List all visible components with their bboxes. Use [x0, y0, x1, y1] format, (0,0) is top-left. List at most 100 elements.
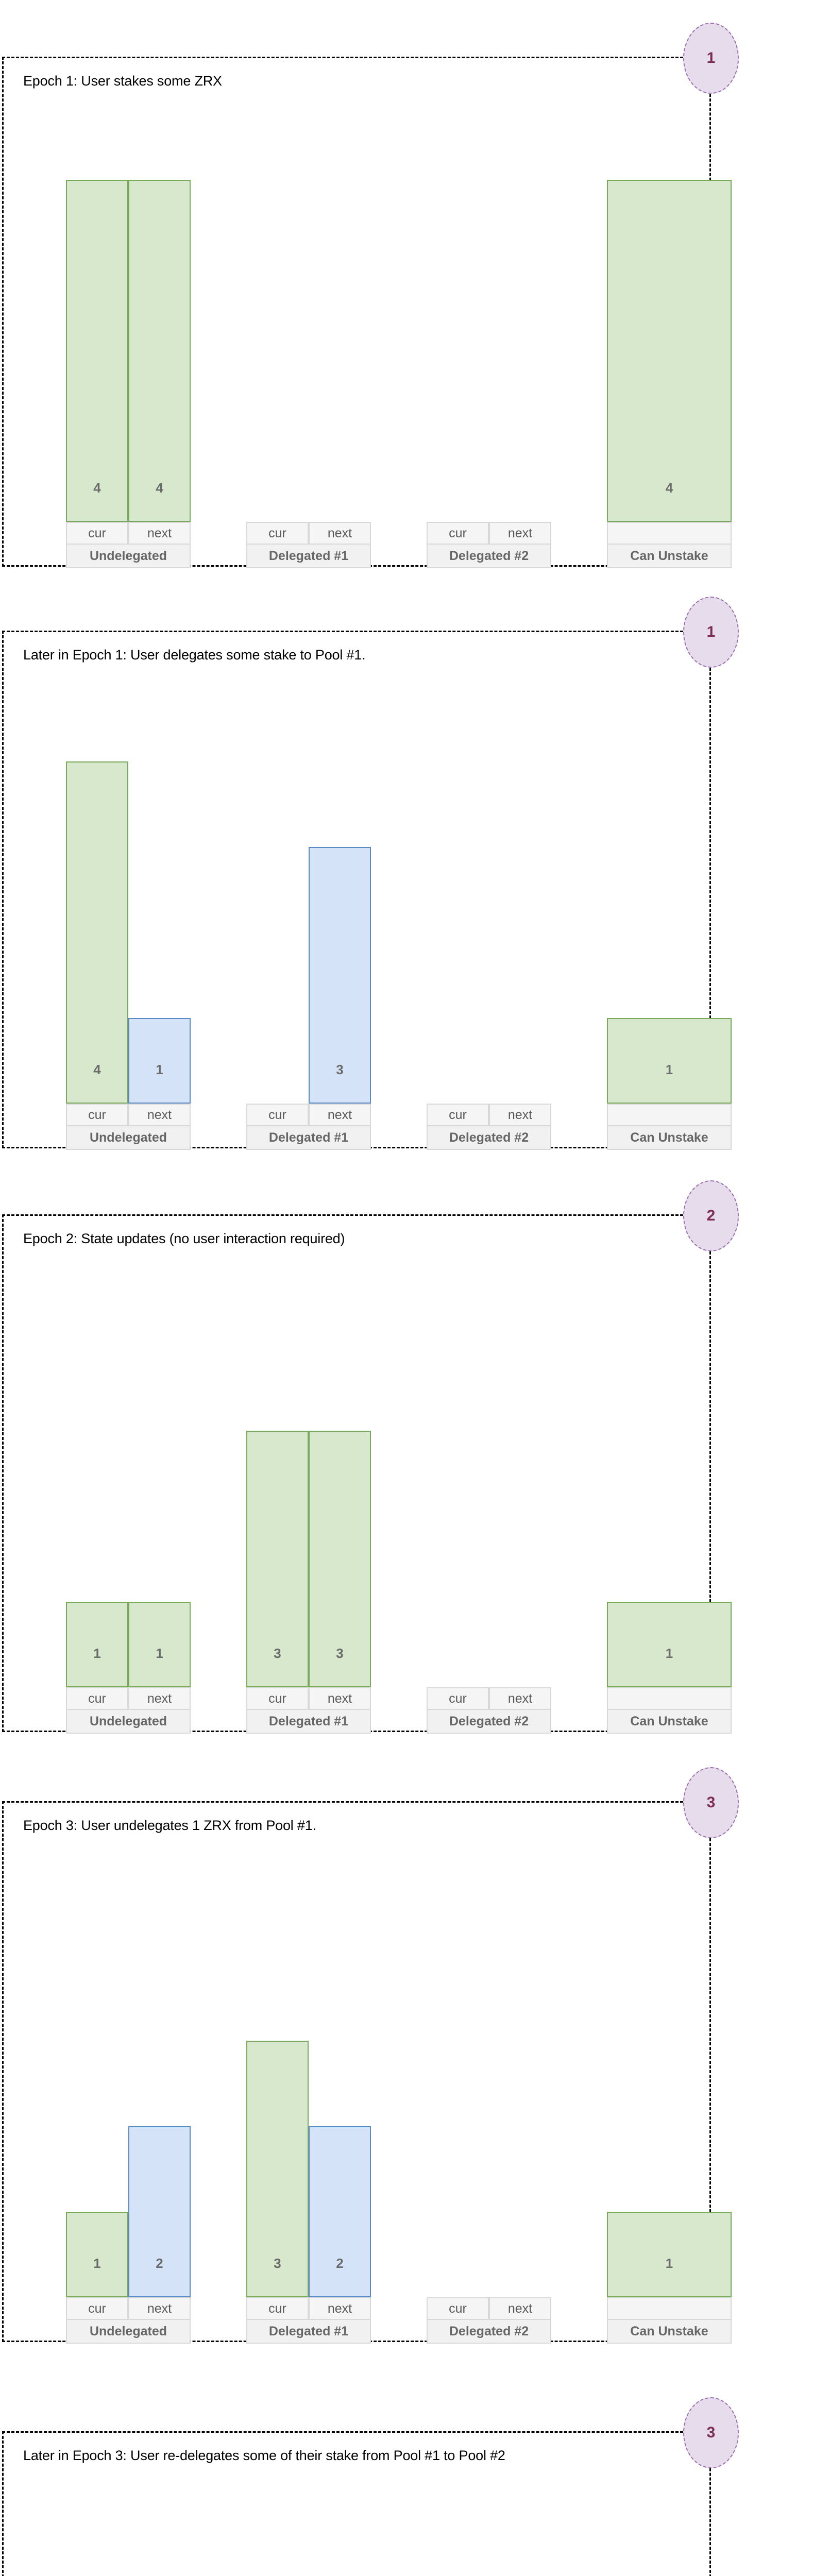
bar-pair [427, 1216, 551, 1687]
subcolumn-label-cur: cur [66, 522, 128, 545]
bar-pair: 1 [607, 1216, 732, 1687]
column-group: 1 [427, 2433, 551, 2576]
column-label-delegated-2: Delegated #2 [427, 1126, 551, 1150]
column-label-undelegated: Undelegated [66, 545, 191, 568]
bar-cell-cur: 1 [607, 1018, 732, 1104]
epoch-badge: 2 [683, 1180, 739, 1251]
group-labels: Can Unstake [607, 522, 732, 568]
panel-title: Epoch 3: User undelegates 1 ZRX from Poo… [23, 1818, 316, 1833]
subcolumn-label-next: next [309, 2297, 371, 2320]
bar-next: 3 [309, 1431, 371, 1687]
cur-next-row [607, 522, 732, 545]
bar-pair [427, 632, 551, 1104]
bar-cur: 1 [607, 2212, 732, 2297]
bar-value-label: 1 [156, 1062, 163, 1077]
bar-pair: 3 [246, 632, 371, 1104]
bar-cur: 4 [66, 761, 128, 1104]
epoch-panel: Epoch 3: User undelegates 1 ZRX from Poo… [2, 1767, 739, 2344]
panel-title: Later in Epoch 3: User re-delegates some… [23, 2448, 505, 2463]
bar-value-label: 1 [665, 1062, 673, 1077]
subcolumn-label-cur: cur [246, 1687, 309, 1710]
column-group [427, 1216, 551, 1687]
bar-cell-cur: 1 [607, 2212, 732, 2297]
cur-next-row [607, 1687, 732, 1710]
group-labels: Can Unstake [607, 1104, 732, 1150]
bar-cell-cur: 4 [66, 761, 128, 1104]
epoch-panel: Later in Epoch 1: User delegates some st… [2, 597, 739, 1150]
bar-next: 1 [128, 1018, 191, 1104]
group-labels: Can Unstake [607, 1687, 732, 1734]
bar-cell-cur: 3 [246, 2041, 309, 2297]
column-label-undelegated: Undelegated [66, 1126, 191, 1150]
bar-cur: 4 [66, 180, 128, 522]
column-group [427, 1803, 551, 2297]
subcolumn-label-next: next [489, 2297, 551, 2320]
subcolumn-label-cur: cur [246, 1104, 309, 1126]
subcolumn-label-cur: cur [427, 1687, 489, 1710]
column-label-undelegated: Undelegated [66, 1710, 191, 1734]
epoch-panel: Later in Epoch 3: User re-delegates some… [2, 2397, 739, 2576]
bar-cell-next: 2 [128, 2126, 191, 2297]
cur-next-row [607, 1104, 732, 1126]
column-group: 12 [66, 2433, 191, 2576]
subcolumn-label-cur: cur [427, 2297, 489, 2320]
column-group: 31 [246, 2433, 371, 2576]
bar-cell-next: 1 [128, 1602, 191, 1687]
subcolumn-label-next: next [309, 1104, 371, 1126]
epoch-badge: 1 [683, 23, 739, 94]
column-label-can-unstake: Can Unstake [607, 545, 732, 568]
bar-next: 2 [128, 2126, 191, 2297]
column-label-delegated-1: Delegated #1 [246, 2320, 371, 2344]
cur-next-row [607, 2297, 732, 2320]
column-label-delegated-1: Delegated #1 [246, 1710, 371, 1734]
bar-value-label: 1 [665, 1646, 673, 1661]
bar-cur: 1 [607, 1602, 732, 1687]
subcolumn-label-next: next [489, 1104, 551, 1126]
epoch-badge: 1 [683, 597, 739, 668]
bar-cell-next: 3 [309, 847, 371, 1104]
column-group: 3 [246, 632, 371, 1104]
bar-value-label: 4 [665, 480, 673, 496]
subcolumn-label-next: next [128, 1104, 191, 1126]
bar-cell-cur: 3 [246, 1431, 309, 1687]
bar-cur: 1 [66, 2212, 128, 2297]
subcolumn-label-cur: cur [66, 2297, 128, 2320]
subcolumn-label-cur: cur [66, 1687, 128, 1710]
column-group [246, 58, 371, 522]
bar-pair: 1 [607, 1803, 732, 2297]
epoch-panel: Epoch 2: State updates (no user interact… [2, 1180, 739, 1734]
bar-pair: 1 [607, 632, 732, 1104]
subcolumn-label-cur: cur [246, 2297, 309, 2320]
subcolumn-label-blank [607, 522, 732, 545]
subcolumn-label-blank [607, 2297, 732, 2320]
bar-cur: 4 [607, 180, 732, 522]
bar-cur: 3 [246, 1431, 309, 1687]
bar-value-label: 3 [274, 1646, 281, 1661]
subcolumn-label-next: next [489, 522, 551, 545]
bar-cell-cur: 1 [66, 1602, 128, 1687]
epoch-badge: 3 [683, 1767, 739, 1838]
subcolumn-label-cur: cur [66, 1104, 128, 1126]
bar-cell-cur: 4 [66, 180, 128, 522]
bar-cur: 1 [607, 1018, 732, 1104]
